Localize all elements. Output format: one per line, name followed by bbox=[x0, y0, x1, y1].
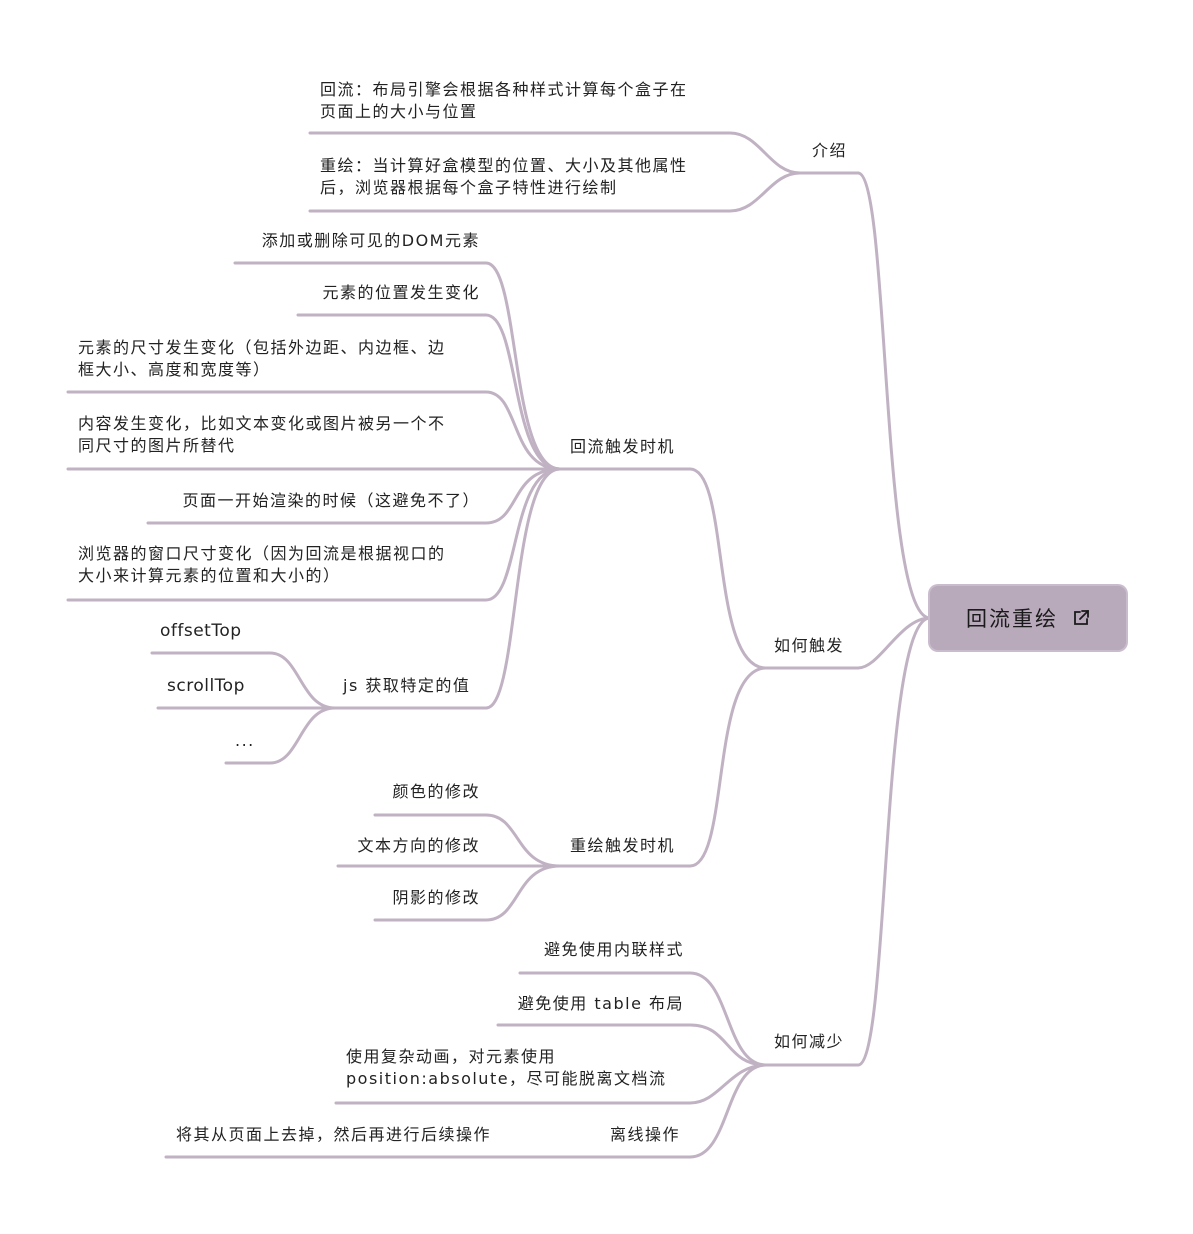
reflow-item-6-line-1: 浏览器的窗口尺寸变化（因为回流是根据视口的 bbox=[78, 544, 446, 563]
intro-repaint-text: 重绘：当计算好盒模型的位置、大小及其他属性 后，浏览器根据每个盒子特性进行绘制 bbox=[320, 155, 688, 199]
offline-detail: 将其从页面上去掉，然后再进行后续操作 bbox=[176, 1125, 492, 1144]
intro-label[interactable]: 介绍 bbox=[812, 141, 848, 160]
intro-reflow-line-1: 回流：布局引擎会根据各种样式计算每个盒子在 bbox=[320, 80, 688, 99]
reflow-item-3-line-1: 元素的尺寸发生变化（包括外边距、内边框、边 bbox=[78, 338, 446, 357]
repaint-item-2: 文本方向的修改 bbox=[357, 836, 480, 855]
root-node[interactable]: 回流重绘 bbox=[930, 586, 1126, 650]
reflow-item-5-line-1: 页面一开始渲染的时候（这避免不了） bbox=[182, 491, 480, 510]
reflow-item-4-line-2: 同尺寸的图片所替代 bbox=[78, 436, 236, 455]
reflow-item-2-line-1: 元素的位置发生变化 bbox=[322, 283, 480, 302]
reflow-item-1-line-1: 添加或删除可见的DOM元素 bbox=[261, 231, 480, 250]
reduce-item-3-line-2: position:absolute，尽可能脱离文档流 bbox=[346, 1069, 667, 1088]
repaint-item-1: 颜色的修改 bbox=[392, 782, 480, 801]
js-item-offsettop: offsetTop bbox=[160, 621, 242, 641]
reflow-item-3-line-2: 框大小、高度和宽度等） bbox=[78, 360, 271, 379]
connector-root-intro bbox=[856, 171, 932, 620]
external-link-icon[interactable] bbox=[1072, 609, 1090, 627]
repaint-timing-label[interactable]: 重绘触发时机 bbox=[570, 836, 676, 855]
reflow-timing-label[interactable]: 回流触发时机 bbox=[570, 437, 676, 456]
reduce-item-3-line-1: 使用复杂动画，对元素使用 bbox=[346, 1047, 557, 1066]
offline-label[interactable]: 离线操作 bbox=[610, 1125, 681, 1144]
intro-reflow-line-2: 页面上的大小与位置 bbox=[320, 102, 478, 121]
reduce-item-2: 避免使用 table 布局 bbox=[517, 994, 684, 1013]
reflow-item-6: 浏览器的窗口尺寸变化（因为回流是根据视口的 大小来计算元素的位置和大小的） bbox=[78, 543, 446, 587]
reflow-item-6-line-2: 大小来计算元素的位置和大小的） bbox=[78, 566, 341, 585]
reflow-item-5: 页面一开始渲染的时候（这避免不了） bbox=[182, 490, 480, 512]
reflow-item-3: 元素的尺寸发生变化（包括外边距、内边框、边 框大小、高度和宽度等） bbox=[78, 337, 446, 381]
reduce-item-3: 使用复杂动画，对元素使用 position:absolute，尽可能脱离文档流 bbox=[346, 1046, 667, 1090]
reflow-item-4: 内容发生变化，比如文本变化或图片被另一个不 同尺寸的图片所替代 bbox=[78, 413, 446, 457]
connector-root-reduce bbox=[856, 616, 932, 1067]
reflow-item-1: 添加或删除可见的DOM元素 bbox=[262, 230, 480, 252]
reduce-label[interactable]: 如何减少 bbox=[774, 1032, 845, 1051]
reflow-item-2: 元素的位置发生变化 bbox=[322, 282, 480, 304]
intro-repaint-line-2: 后，浏览器根据每个盒子特性进行绘制 bbox=[320, 178, 618, 197]
js-item-ellipsis: ... bbox=[235, 731, 255, 750]
intro-repaint-line-1: 重绘：当计算好盒模型的位置、大小及其他属性 bbox=[320, 156, 688, 175]
js-label[interactable]: js 获取特定的值 bbox=[343, 676, 471, 695]
intro-reflow-text: 回流：布局引擎会根据各种样式计算每个盒子在 页面上的大小与位置 bbox=[320, 79, 688, 123]
trigger-label[interactable]: 如何触发 bbox=[774, 636, 845, 655]
repaint-item-3: 阴影的修改 bbox=[392, 888, 480, 907]
reduce-item-1: 避免使用内联样式 bbox=[543, 940, 684, 959]
connector-root-trigger bbox=[856, 616, 932, 670]
root-label: 回流重绘 bbox=[966, 607, 1058, 631]
js-item-scrolltop: scrollTop bbox=[167, 676, 245, 696]
reflow-item-4-line-1: 内容发生变化，比如文本变化或图片被另一个不 bbox=[78, 414, 446, 433]
